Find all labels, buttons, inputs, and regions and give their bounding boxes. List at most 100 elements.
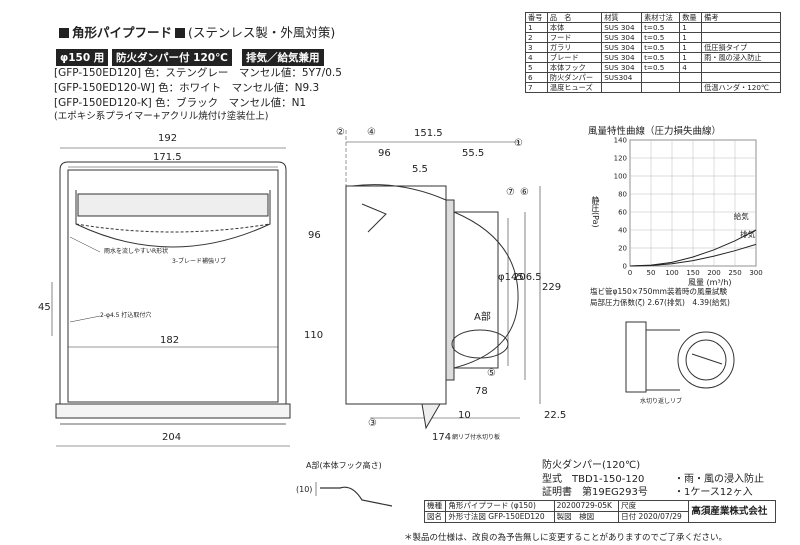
mount-hole-label: 2-φ4.5 打込取付穴 xyxy=(100,312,152,319)
x-tick-label: 50 xyxy=(647,269,656,277)
chart-ylabel: 静圧(Pa) xyxy=(591,196,600,228)
side-hood-top-curve xyxy=(351,184,447,201)
front-bottom-plate xyxy=(55,403,291,419)
y-tick-label: 140 xyxy=(614,137,627,145)
callout-1: ① xyxy=(514,138,523,149)
side-grille xyxy=(445,199,455,381)
size-badge: φ150 用 xyxy=(56,49,109,66)
dim-192: 192 xyxy=(158,133,178,144)
x-tick-label: 100 xyxy=(665,269,678,277)
dim-174: 174 xyxy=(432,432,452,443)
info-cert: 証明書 第19EG293号 xyxy=(542,487,648,498)
coating-note: (エポキシ系プライマー+アクリル焼付け塗装仕上) xyxy=(54,111,269,122)
cell: 温度ヒューズ xyxy=(546,82,603,93)
y-tick-label: 0 xyxy=(623,263,627,271)
side-blade xyxy=(361,203,387,233)
zumei-value: 外形寸法図 GFP-150ED120 xyxy=(445,511,555,523)
date-value: 2020/07/29 xyxy=(638,512,682,521)
x-tick-label: 0 xyxy=(628,269,632,277)
kishu-label: 機種 xyxy=(423,500,447,512)
variant-line-3: [GFP-150ED120-K] 色：ブラック マンセル値：N1 xyxy=(54,97,307,109)
title-block: 機種 角形パイプフード (φ150) 20200729-05K 尺度 高須産業株… xyxy=(423,500,776,523)
x-tick-label: 300 xyxy=(749,269,762,277)
front-blade-curve xyxy=(75,190,271,248)
side-view xyxy=(345,141,541,430)
a-part-label: A部 xyxy=(474,312,491,323)
dim-78: 78 xyxy=(475,386,488,397)
detail-damper-blade xyxy=(691,353,723,365)
dim-96-side: 96 xyxy=(308,230,321,241)
front-hood-outline xyxy=(59,161,287,405)
dim-45: 45 xyxy=(38,302,51,313)
seizu-kenzu: 製図 検図 xyxy=(553,511,620,523)
seizu-label: 製図 xyxy=(556,512,572,521)
chart-title: 風量特性曲線（圧力損失曲線） xyxy=(588,126,722,137)
y-tick-label: 20 xyxy=(618,245,627,253)
info-damper: 防火ダンパー(120℃) xyxy=(542,460,641,471)
info-rain: ・雨・風の浸入防止 xyxy=(674,474,764,485)
dim-229: 229 xyxy=(542,282,562,293)
info-pack: ・1ケース12ヶ入 xyxy=(674,487,753,498)
front-inner-frame xyxy=(67,169,279,403)
dim-145: φ145 xyxy=(498,272,524,283)
dim-171-5: 171.5 xyxy=(153,152,182,163)
damper-badge: 防火ダンパー付 120℃ xyxy=(112,49,232,66)
detail-outer-circle xyxy=(677,331,735,389)
y-tick-label: 60 xyxy=(618,209,627,217)
chart-test-note: 塩ビ管φ150×750mm装着時の風量試験 xyxy=(590,287,727,296)
x-tick-label: 250 xyxy=(728,269,741,277)
dim-10: 10 xyxy=(458,410,471,421)
side-damper-arc xyxy=(453,211,519,369)
dim-151-5: 151.5 xyxy=(414,128,443,139)
front-view xyxy=(51,130,347,447)
chart-coef-note: 局部圧力係数(ζ) 2.67(排気) 4.39(給気) xyxy=(590,298,730,307)
company-name: 高須産業株式会社 xyxy=(688,500,776,523)
detail-view xyxy=(625,321,735,393)
detail-flange xyxy=(625,321,647,393)
variant-line-1: [GFP-150ED120] 色：ステングレー マンセル値：5Y7/0.5 xyxy=(54,67,342,79)
front-blade-rib xyxy=(75,223,271,233)
dim-5-5: 5.5 xyxy=(412,164,428,175)
a-part-title: A部(本体フック高さ) xyxy=(306,461,382,470)
kenzu-label: 検図 xyxy=(579,512,595,521)
title-text: 角形パイプフード xyxy=(72,25,173,40)
zumei-value-2: GFP-150ED120 xyxy=(488,512,545,521)
series-label: 給気 xyxy=(734,211,749,221)
x-tick-label: 150 xyxy=(686,269,699,277)
callout-5: ⑤ xyxy=(487,368,496,379)
front-blade-shade xyxy=(77,193,269,217)
zumei-label: 図名 xyxy=(423,511,447,523)
variant-line-2: [GFP-150ED120-W] 色：ホワイト マンセル値：N9.3 xyxy=(54,82,320,94)
y-tick-label: 100 xyxy=(614,173,627,181)
info-model: 型式 TBD1-150-120 xyxy=(542,474,645,485)
date-cell: 日付 2020/07/29 xyxy=(618,511,690,523)
cell xyxy=(641,82,681,93)
no-value: 20200729-05K xyxy=(553,500,620,512)
cell: 低温ハンダ・120℃ xyxy=(701,82,781,93)
rib-label: 水切り返しリブ xyxy=(640,398,683,405)
side-pipe xyxy=(453,211,499,369)
page-title: 角形パイプフード(ステンレス製・外風対策) xyxy=(56,22,335,41)
disclaimer: ＊製品の仕様は、改良の為予告無しに変更することがありますのでご了承ください。 xyxy=(404,533,728,543)
dim-22-5: 22.5 xyxy=(544,410,567,421)
kishu-value-2: (φ150) xyxy=(510,501,536,510)
side-hood-body xyxy=(345,185,447,405)
dim-110: 110 xyxy=(304,330,324,341)
drain-rib-label: 網リブ付水切り板 xyxy=(452,434,501,441)
detail-sleeve xyxy=(646,329,680,391)
callout-2: ② xyxy=(336,127,345,138)
scale-label: 尺度 xyxy=(618,500,690,512)
y-tick-label: 80 xyxy=(618,191,627,199)
series-label: 排気 xyxy=(740,229,755,239)
side-drip-plate xyxy=(421,403,441,430)
chart-xlabel: 風量 (m³/h) xyxy=(688,278,732,287)
dim-182: 182 xyxy=(160,335,180,346)
series-line-exhaust xyxy=(629,243,757,267)
